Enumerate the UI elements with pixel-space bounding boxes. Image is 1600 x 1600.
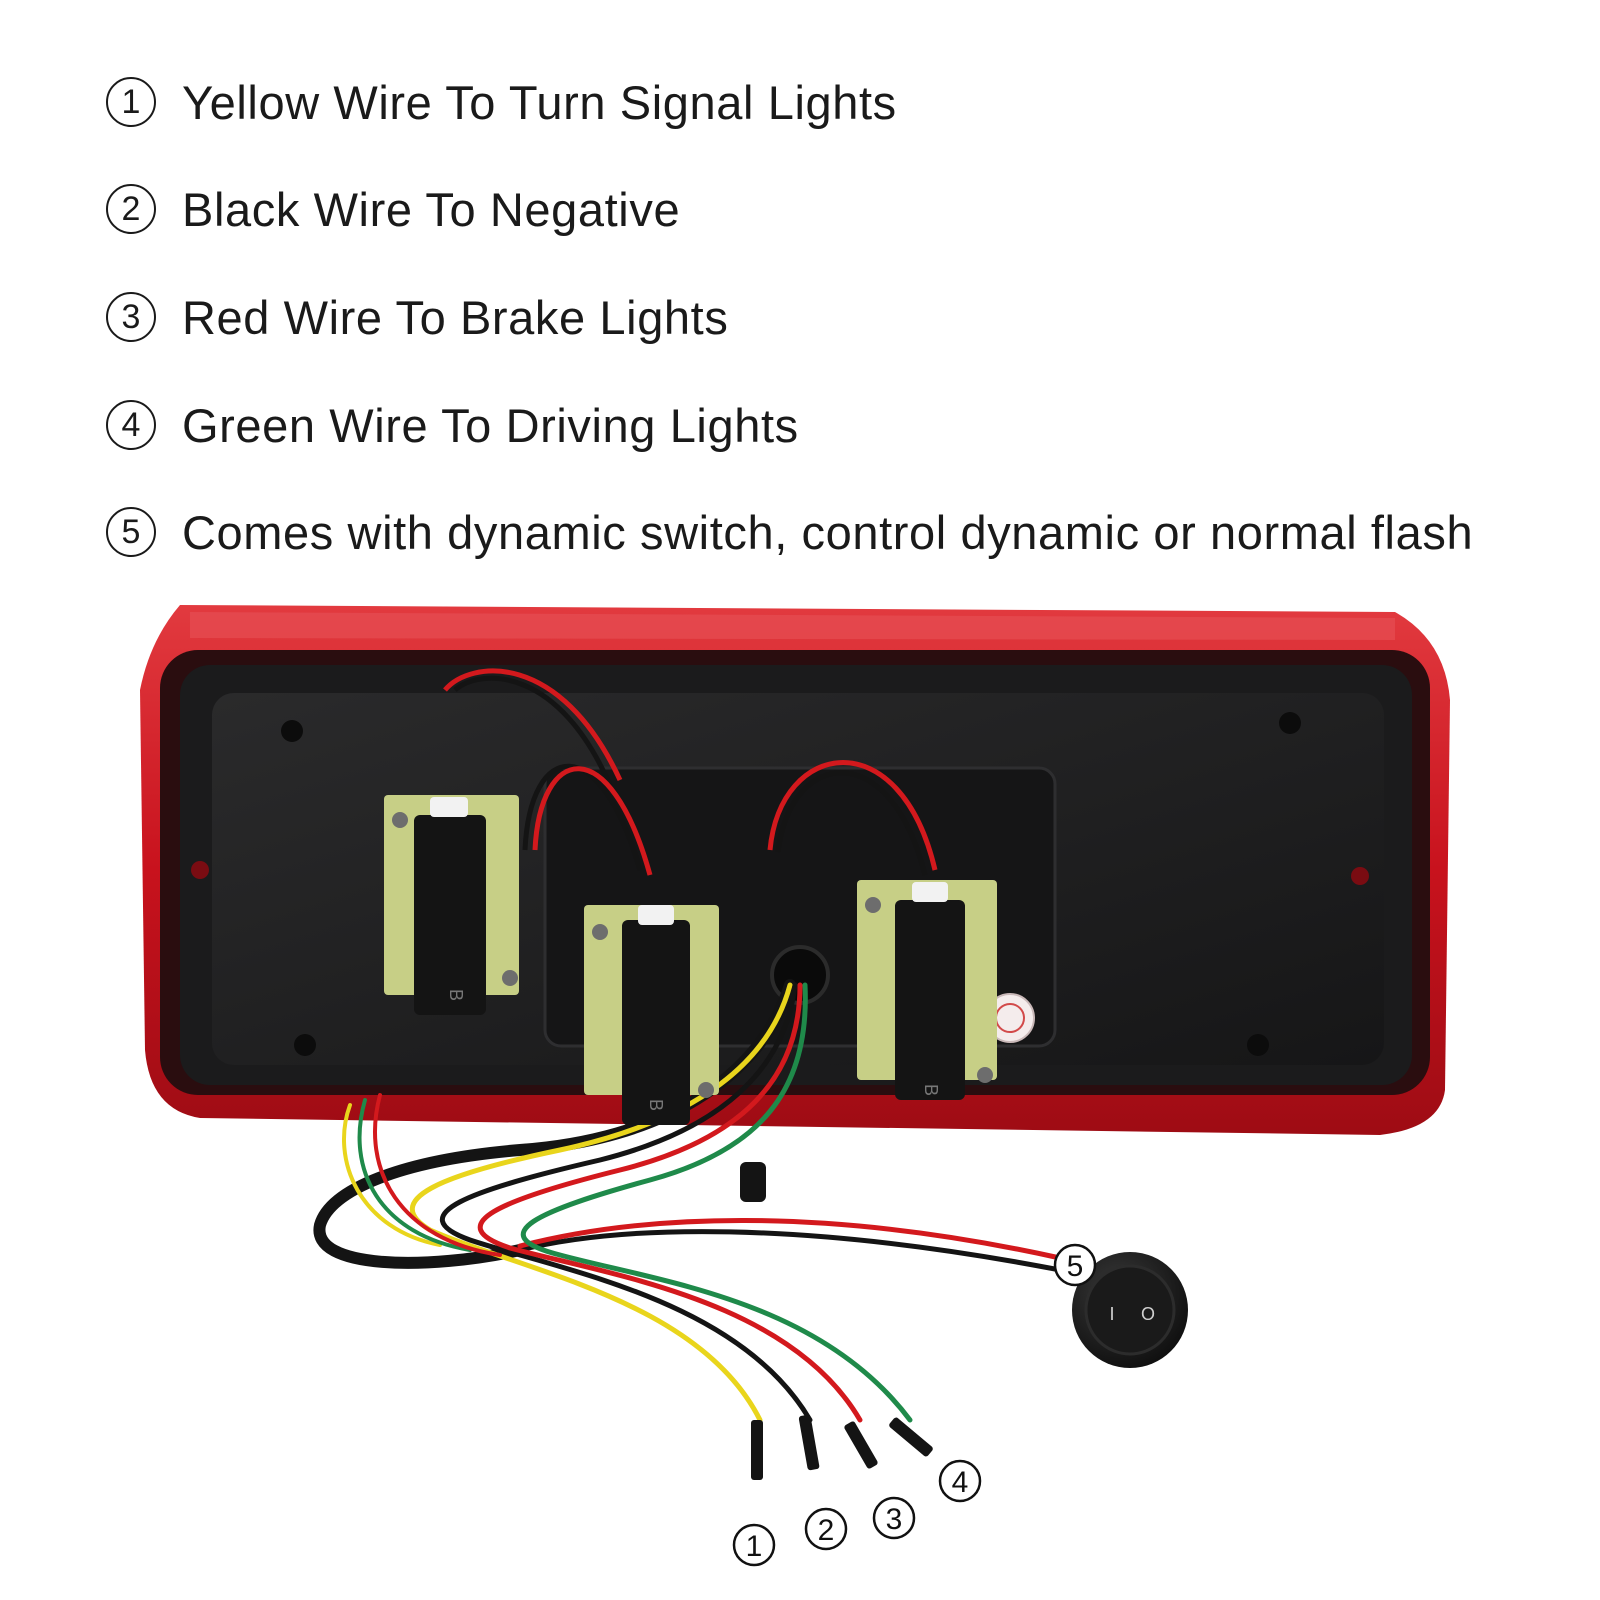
legend-number-3: 3 bbox=[106, 292, 156, 342]
legend-text-yellow-wire: Yellow Wire To Turn Signal Lights bbox=[182, 75, 897, 129]
led-module-3: B bbox=[767, 760, 997, 1100]
wiring-legend: 1 Yellow Wire To Turn Signal Lights 2 Bl… bbox=[0, 0, 1600, 590]
legend-text-red-wire: Red Wire To Brake Lights bbox=[182, 290, 729, 344]
legend-item-green-wire: 4 Green Wire To Driving Lights bbox=[106, 393, 799, 457]
led-module-1: B bbox=[384, 668, 623, 1015]
legend-number-5: 5 bbox=[106, 507, 156, 557]
legend-text-dynamic-switch: Comes with dynamic switch, control dynam… bbox=[182, 505, 1474, 559]
legend-text-green-wire: Green Wire To Driving Lights bbox=[182, 398, 799, 452]
callouts: 1 2 3 4 5 bbox=[732, 1243, 1097, 1567]
callout-5: 5 bbox=[1053, 1243, 1097, 1287]
svg-text:2: 2 bbox=[818, 1514, 835, 1547]
module-1-mark: B bbox=[446, 989, 466, 1001]
svg-text:3: 3 bbox=[886, 1503, 903, 1536]
legend-item-yellow-wire: 1 Yellow Wire To Turn Signal Lights bbox=[106, 70, 897, 134]
dynamic-switch[interactable]: I O bbox=[1072, 1252, 1188, 1368]
led-module-2: B bbox=[522, 763, 719, 1125]
legend-item-dynamic-switch: 5 Comes with dynamic switch, control dyn… bbox=[106, 500, 1473, 564]
legend-number-1: 1 bbox=[106, 77, 156, 127]
module-3-mark: B bbox=[921, 1084, 941, 1096]
svg-text:5: 5 bbox=[1067, 1250, 1084, 1283]
module-2-mark: B bbox=[646, 1099, 666, 1111]
switch-on-symbol: I bbox=[1109, 1304, 1114, 1324]
legend-item-red-wire: 3 Red Wire To Brake Lights bbox=[106, 285, 728, 349]
callout-1: 1 bbox=[732, 1523, 776, 1567]
svg-text:1: 1 bbox=[746, 1530, 763, 1563]
svg-text:4: 4 bbox=[952, 1466, 969, 1499]
callout-4: 4 bbox=[938, 1459, 982, 1503]
callout-2: 2 bbox=[804, 1507, 848, 1551]
legend-number-4: 4 bbox=[106, 400, 156, 450]
tail-light-photo: B B B I O 1 2 bbox=[140, 605, 1450, 1567]
legend-item-black-wire: 2 Black Wire To Negative bbox=[106, 177, 680, 241]
callout-3: 3 bbox=[872, 1496, 916, 1540]
legend-text-black-wire: Black Wire To Negative bbox=[182, 182, 681, 236]
pigtail-connectors bbox=[751, 1414, 933, 1480]
switch-off-symbol: O bbox=[1141, 1304, 1155, 1324]
legend-number-2: 2 bbox=[106, 184, 156, 234]
back-panel bbox=[191, 693, 1384, 1065]
